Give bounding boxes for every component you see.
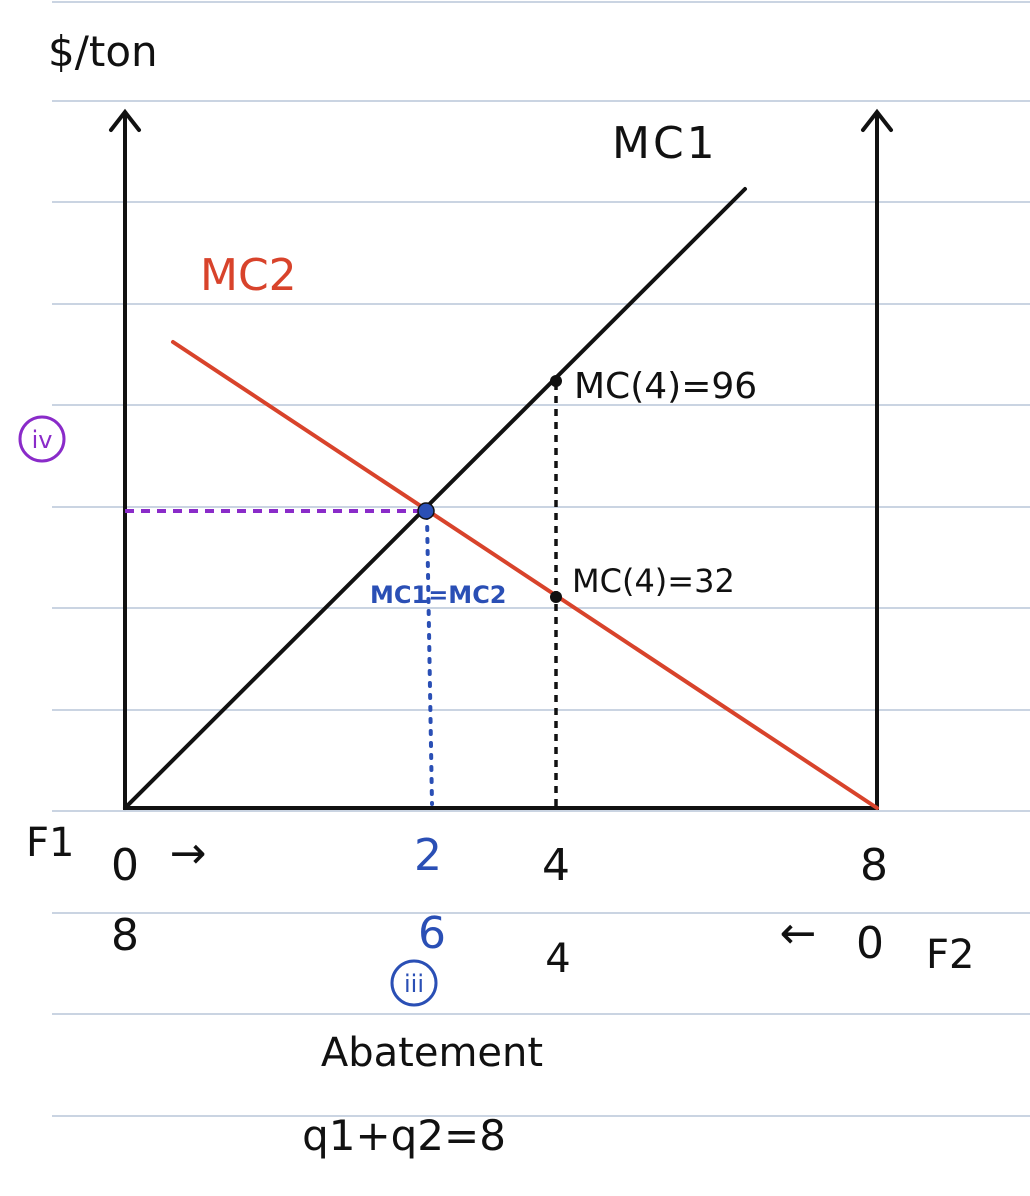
f2-label: F2 — [926, 932, 974, 978]
mc1-curve — [123, 187, 747, 810]
y-axis-label: $/ton — [48, 27, 158, 76]
mc2-point-at-4 — [550, 591, 562, 603]
abatement-equation: q1+q2=8 — [302, 1111, 506, 1160]
right-axis — [861, 108, 893, 810]
f1-label: F1 — [26, 820, 74, 866]
tick-top-8: 8 — [860, 840, 888, 891]
f2-arrow-icon: ← — [780, 908, 817, 959]
tick-bottom-4: 4 — [545, 936, 570, 982]
f1-arrow-icon: → — [170, 828, 207, 879]
price-marker-text: iv — [32, 426, 53, 454]
up-arrow-icon — [109, 108, 141, 132]
f2-origin: 0 — [856, 918, 884, 969]
x-axis-label: Abatement — [321, 1030, 543, 1076]
tick-bottom-8: 8 — [111, 910, 139, 961]
equilibrium-point — [417, 502, 435, 520]
mc2-value-label: MC(4)=32 — [572, 562, 735, 600]
equality-label: MC1=MC2 — [370, 581, 507, 609]
tick-bottom-6: 6 — [418, 908, 446, 959]
tick-top-2: 2 — [414, 830, 442, 881]
mc1-label: MC1 — [612, 118, 718, 169]
mc2-label: MC2 — [200, 250, 297, 301]
mc1-point-at-4 — [550, 375, 562, 387]
quantity-marker: iii — [390, 959, 438, 1007]
ruled-lines — [52, 1, 1030, 1117]
price-marker: iv — [18, 415, 66, 463]
mc1-value-label: MC(4)=96 — [574, 366, 757, 407]
quantity-guide — [425, 513, 434, 806]
up-arrow-icon — [861, 108, 893, 132]
tick-top-4: 4 — [542, 840, 570, 891]
quantity-marker-text: iii — [404, 970, 424, 998]
mc2-curve — [171, 340, 879, 810]
left-axis — [109, 108, 141, 810]
f1-origin: 0 — [111, 840, 139, 891]
